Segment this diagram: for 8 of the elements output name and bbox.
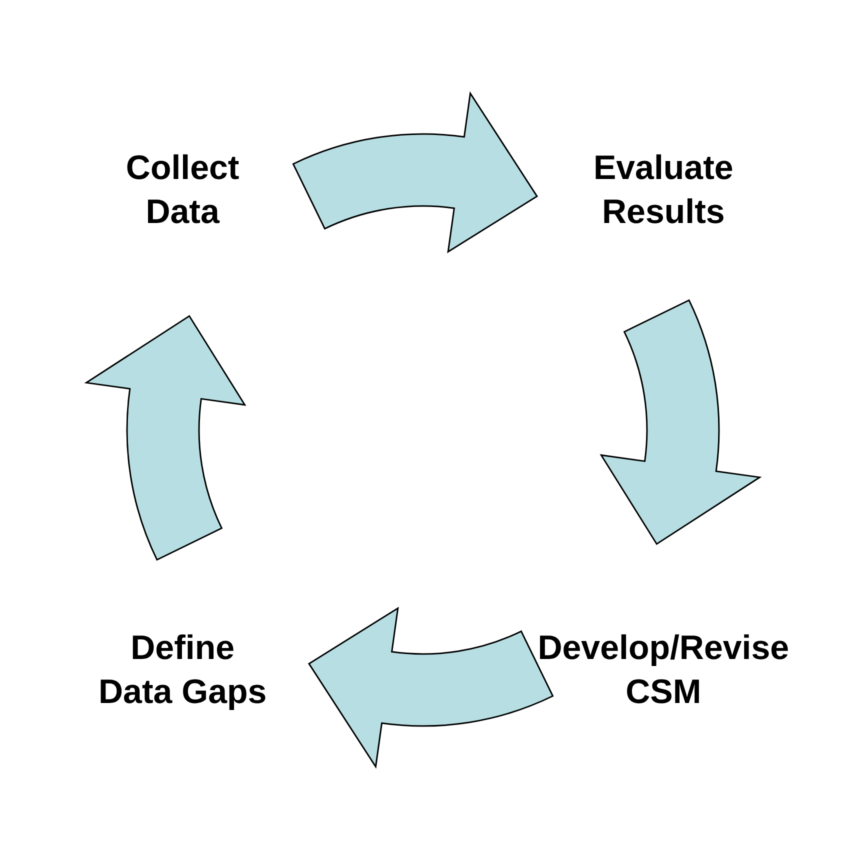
step-label: Define Data Gaps <box>97 628 268 714</box>
curved-arrow <box>308 607 554 768</box>
curved-arrow <box>292 92 538 253</box>
step-label: Collect Data <box>124 148 240 233</box>
step-label: Develop/Revise CSM <box>536 628 790 714</box>
step-label: Evaluate Results <box>592 148 734 233</box>
curved-arrow <box>86 315 246 561</box>
curved-arrow <box>600 299 760 545</box>
